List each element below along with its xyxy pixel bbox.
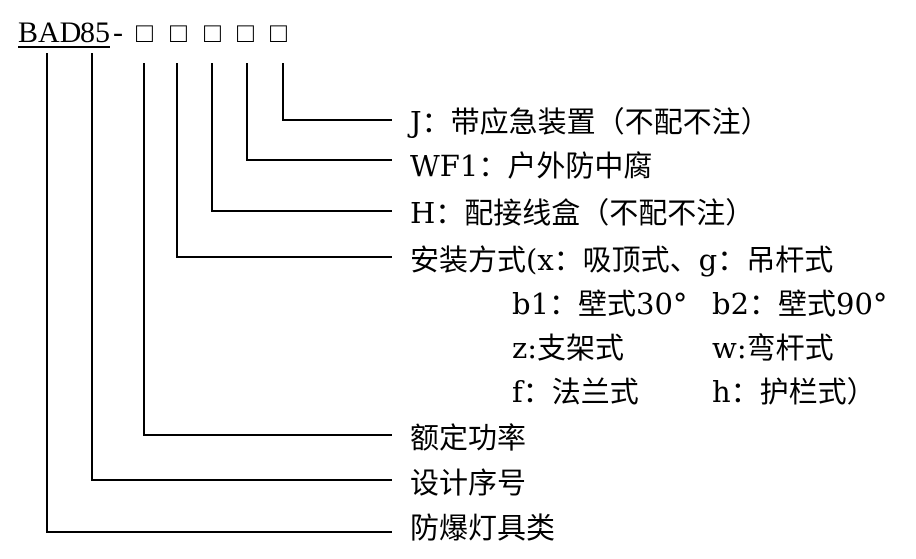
code-box-2: □ <box>170 18 187 49</box>
label-outdoor: WF1：户外防中腐 <box>410 149 653 183</box>
code-box-1: □ <box>136 18 153 49</box>
label-mounting: 安装方式(x：吸顶式、g：吊杆式 <box>410 243 834 277</box>
leader-line-mounting <box>176 63 392 258</box>
code-prefix: BAD <box>18 16 82 49</box>
leader-line-emergency <box>282 63 392 121</box>
label-emergency: J：带应急装置（不配不注） <box>410 105 770 139</box>
code-box-4: □ <box>237 18 254 49</box>
label-mount-w: w:弯杆式 <box>712 331 834 365</box>
leader-line-design-no <box>91 53 392 481</box>
code-dash: - <box>113 16 123 49</box>
code-series: 85 <box>80 16 110 49</box>
leader-line-junction-box <box>211 63 392 212</box>
code-box-3: □ <box>204 18 221 49</box>
label-mount-f: f：法兰式 <box>512 375 639 409</box>
leader-line-outdoor <box>246 63 392 161</box>
label-rated-power: 额定功率 <box>410 421 527 455</box>
label-mount-b2: b2：壁式90° <box>712 287 888 321</box>
label-junction-box: H：配接线盒（不配不注） <box>410 196 755 230</box>
code-box-5: □ <box>270 18 287 49</box>
leader-line-lamp-type <box>46 53 392 533</box>
label-mount-h: h：护栏式） <box>712 375 876 409</box>
label-design-no: 设计序号 <box>410 466 527 500</box>
label-mount-z: z:支架式 <box>512 331 625 365</box>
leader-line-rated-power <box>143 63 392 436</box>
label-lamp-type: 防爆灯具类 <box>410 511 556 545</box>
label-mount-b1: b1：壁式30° <box>512 287 688 321</box>
